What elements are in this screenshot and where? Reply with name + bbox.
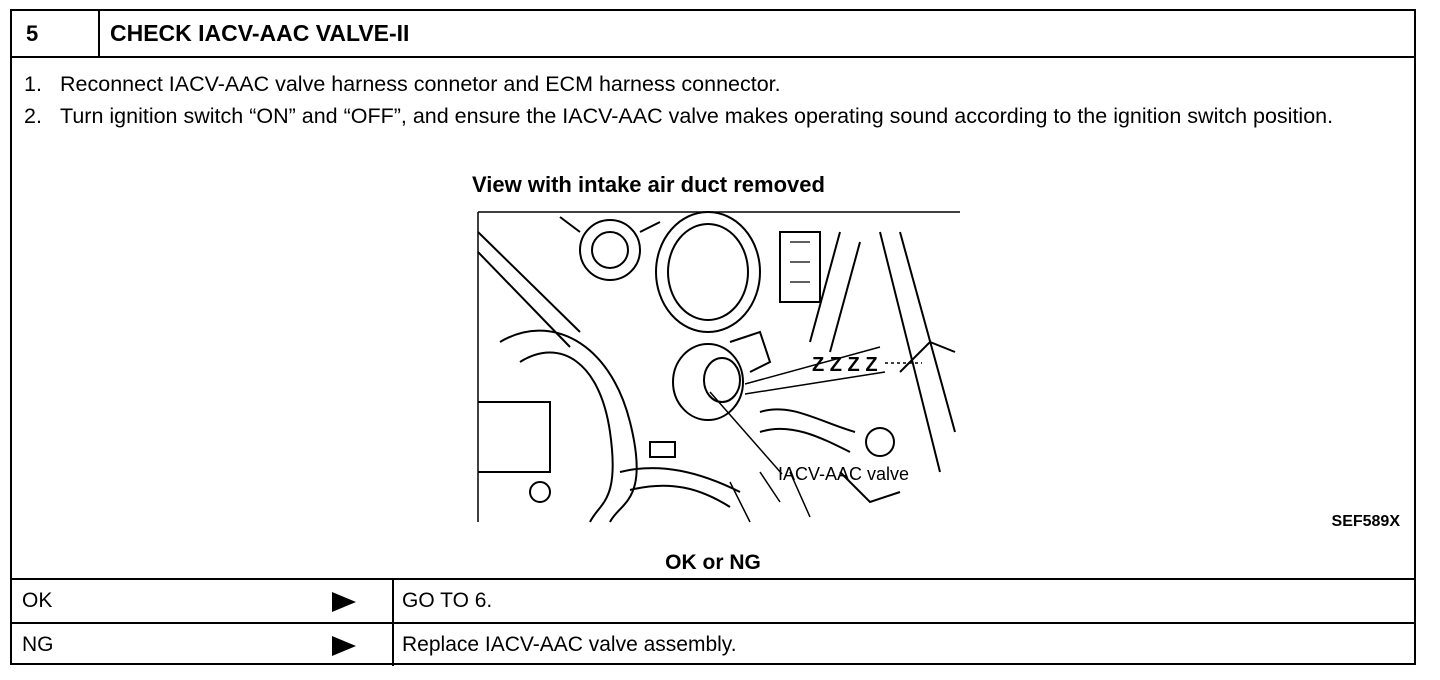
step-body: 1. Reconnect IACV-AAC valve harness conn…: [12, 58, 1414, 578]
instruction-text: Turn ignition switch “ON” and “OFF”, and…: [60, 104, 1334, 128]
column-divider: [392, 624, 394, 666]
result-label: OK: [22, 589, 53, 612]
procedure-table: 5 CHECK IACV-AAC VALVE-II 1. Reconnect I…: [10, 9, 1416, 666]
result-row-ok: OK GO TO 6.: [12, 578, 1414, 622]
instruction-item: 1. Reconnect IACV-AAC valve harness conn…: [24, 68, 1409, 100]
instruction-text: Reconnect IACV-AAC valve harness conneto…: [60, 72, 781, 96]
figure-code: SEF589X: [1331, 513, 1400, 530]
step-number: 5: [12, 11, 100, 56]
figure-caption: View with intake air duct removed: [472, 172, 825, 197]
step-header: 5 CHECK IACV-AAC VALVE-II: [12, 11, 1414, 58]
column-divider: [392, 580, 394, 622]
arrow-right-icon: [332, 592, 356, 612]
result-action: GO TO 6.: [402, 589, 493, 612]
arrow-right-icon: [332, 636, 356, 656]
step-title: CHECK IACV-AAC VALVE-II: [110, 20, 410, 46]
sound-indicator: Z Z Z Z: [812, 354, 878, 376]
engine-drawing: Z Z Z Z: [477, 211, 960, 523]
result-label: NG: [22, 633, 54, 656]
result-row-ng: NG Replace IACV-AAC valve assembly.: [12, 622, 1414, 666]
instruction-number: 1.: [24, 72, 42, 96]
result-prompt: OK or NG: [665, 551, 761, 574]
instruction-item: 2. Turn ignition switch “ON” and “OFF”, …: [24, 100, 1409, 132]
instruction-number: 2.: [24, 104, 42, 128]
result-action: Replace IACV-AAC valve assembly.: [402, 633, 737, 656]
figure-callout: IACV-AAC valve: [778, 464, 910, 484]
engine-illustration: Z Z Z Z View with intake air duct remove…: [460, 172, 965, 528]
instruction-list: 1. Reconnect IACV-AAC valve harness conn…: [24, 68, 1409, 132]
